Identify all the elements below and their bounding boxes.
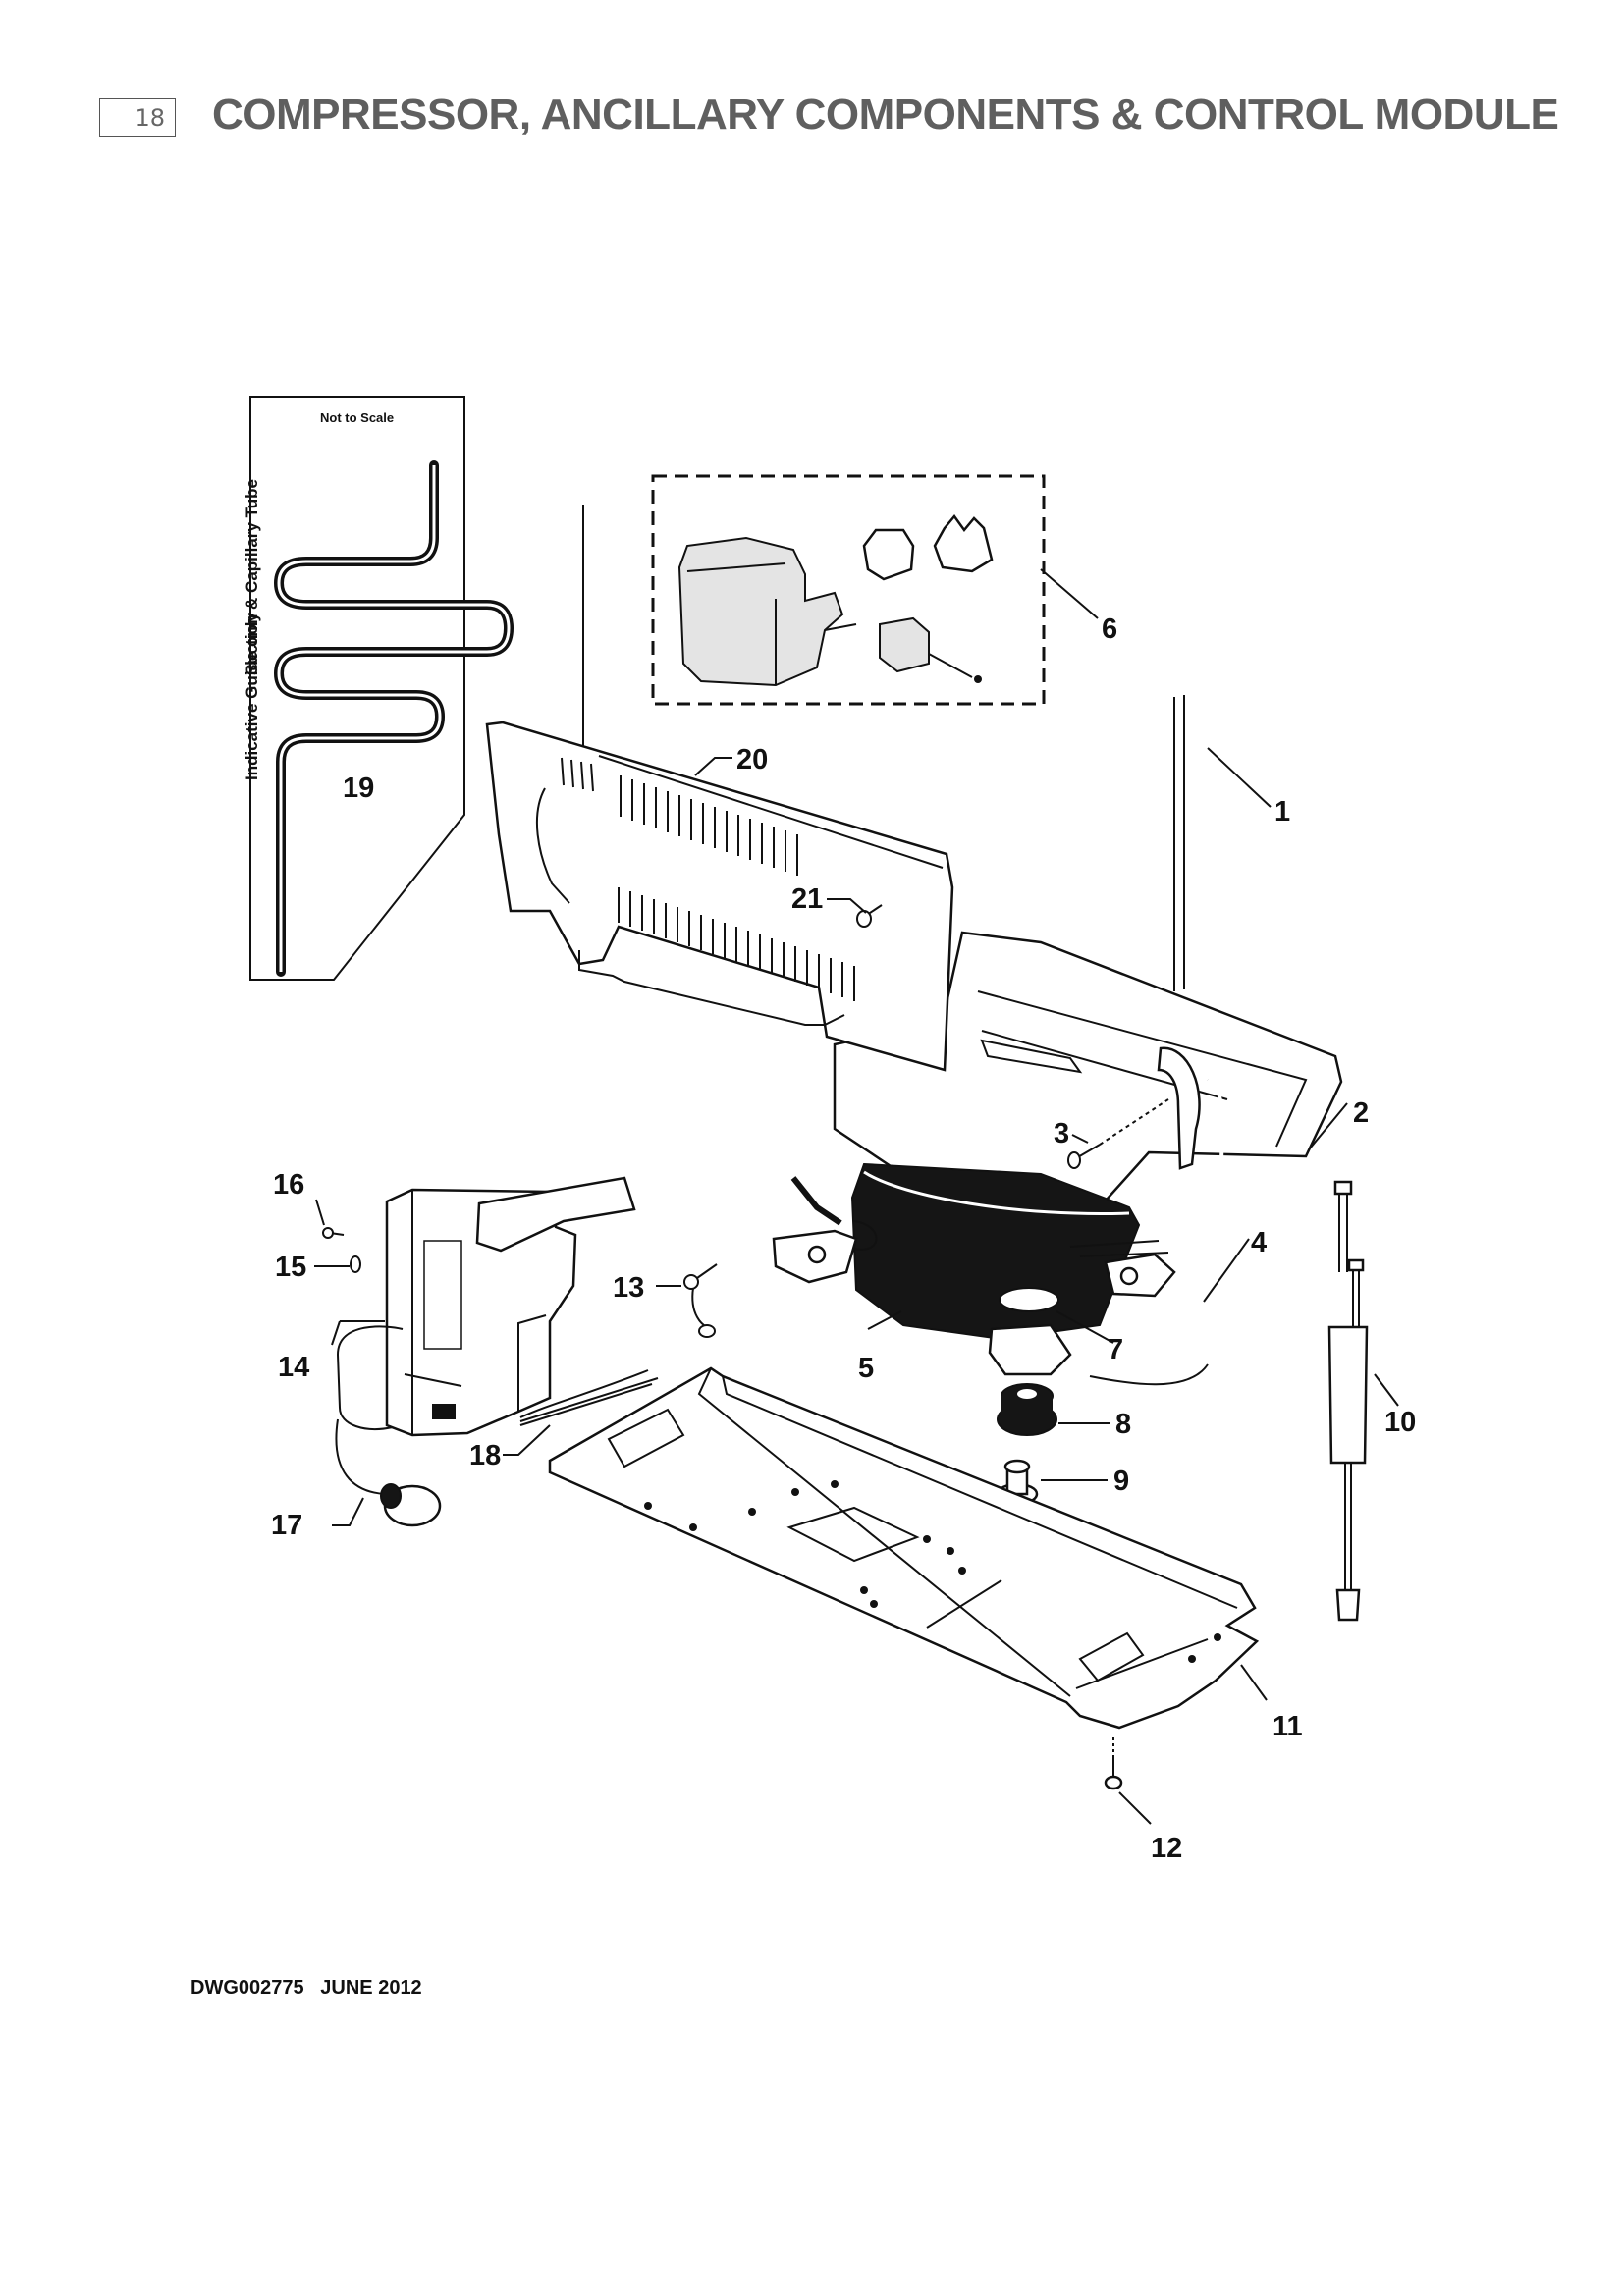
callout-21: 21	[791, 883, 823, 915]
callout-11: 11	[1272, 1711, 1303, 1742]
screw-16	[322, 1227, 345, 1239]
relay-overload-kit	[651, 474, 1046, 706]
callout-9: 9	[1113, 1466, 1129, 1497]
callout-2: 2	[1353, 1097, 1369, 1129]
control-module	[335, 1176, 659, 1527]
callout-1: 1	[1274, 796, 1290, 828]
screw-3	[1067, 1098, 1169, 1169]
screw-21	[856, 904, 883, 928]
inset-vertical-text-top: Suction & Capillary Tube	[243, 479, 261, 675]
drawing-reference: DWG002775 JUNE 2012	[190, 1977, 422, 1999]
callout-12: 12	[1151, 1833, 1182, 1864]
capillary-tube-drawing	[273, 460, 514, 977]
base-plate	[548, 1366, 1260, 1730]
page-title: COMPRESSOR, ANCILLARY COMPONENTS & CONTR…	[212, 90, 1559, 138]
leader-lines	[314, 568, 1399, 1825]
page-number: 18	[99, 98, 176, 137]
drier-10	[1327, 1180, 1369, 1622]
callout-7: 7	[1108, 1334, 1123, 1365]
inset-vertical-text-bottom: Indicative Guide only	[243, 612, 261, 780]
callout-17: 17	[271, 1510, 302, 1541]
earth-lead-13	[683, 1263, 718, 1338]
compressor	[772, 1046, 1249, 1386]
washer-15	[350, 1255, 361, 1273]
callout-14: 14	[278, 1352, 309, 1383]
callout-15: 15	[275, 1252, 306, 1283]
callout-3: 3	[1054, 1118, 1069, 1149]
callout-6: 6	[1102, 614, 1117, 645]
callout-20: 20	[736, 744, 768, 775]
callout-18: 18	[469, 1440, 501, 1471]
cover-and-compressor-housing	[485, 721, 1343, 1231]
screw-12	[1104, 1737, 1123, 1790]
callout-16: 16	[273, 1169, 304, 1201]
grommet-8	[997, 1383, 1057, 1436]
callout-8: 8	[1115, 1409, 1131, 1440]
callout-13: 13	[613, 1272, 644, 1304]
tube-inset: Not to Scale Indicative Guide only Sucti…	[243, 396, 514, 981]
not-to-scale-note: Not to Scale	[320, 410, 394, 425]
callout-10: 10	[1384, 1407, 1416, 1438]
callout-4: 4	[1251, 1227, 1267, 1258]
callout-19: 19	[343, 773, 374, 804]
callout-5: 5	[858, 1353, 874, 1384]
